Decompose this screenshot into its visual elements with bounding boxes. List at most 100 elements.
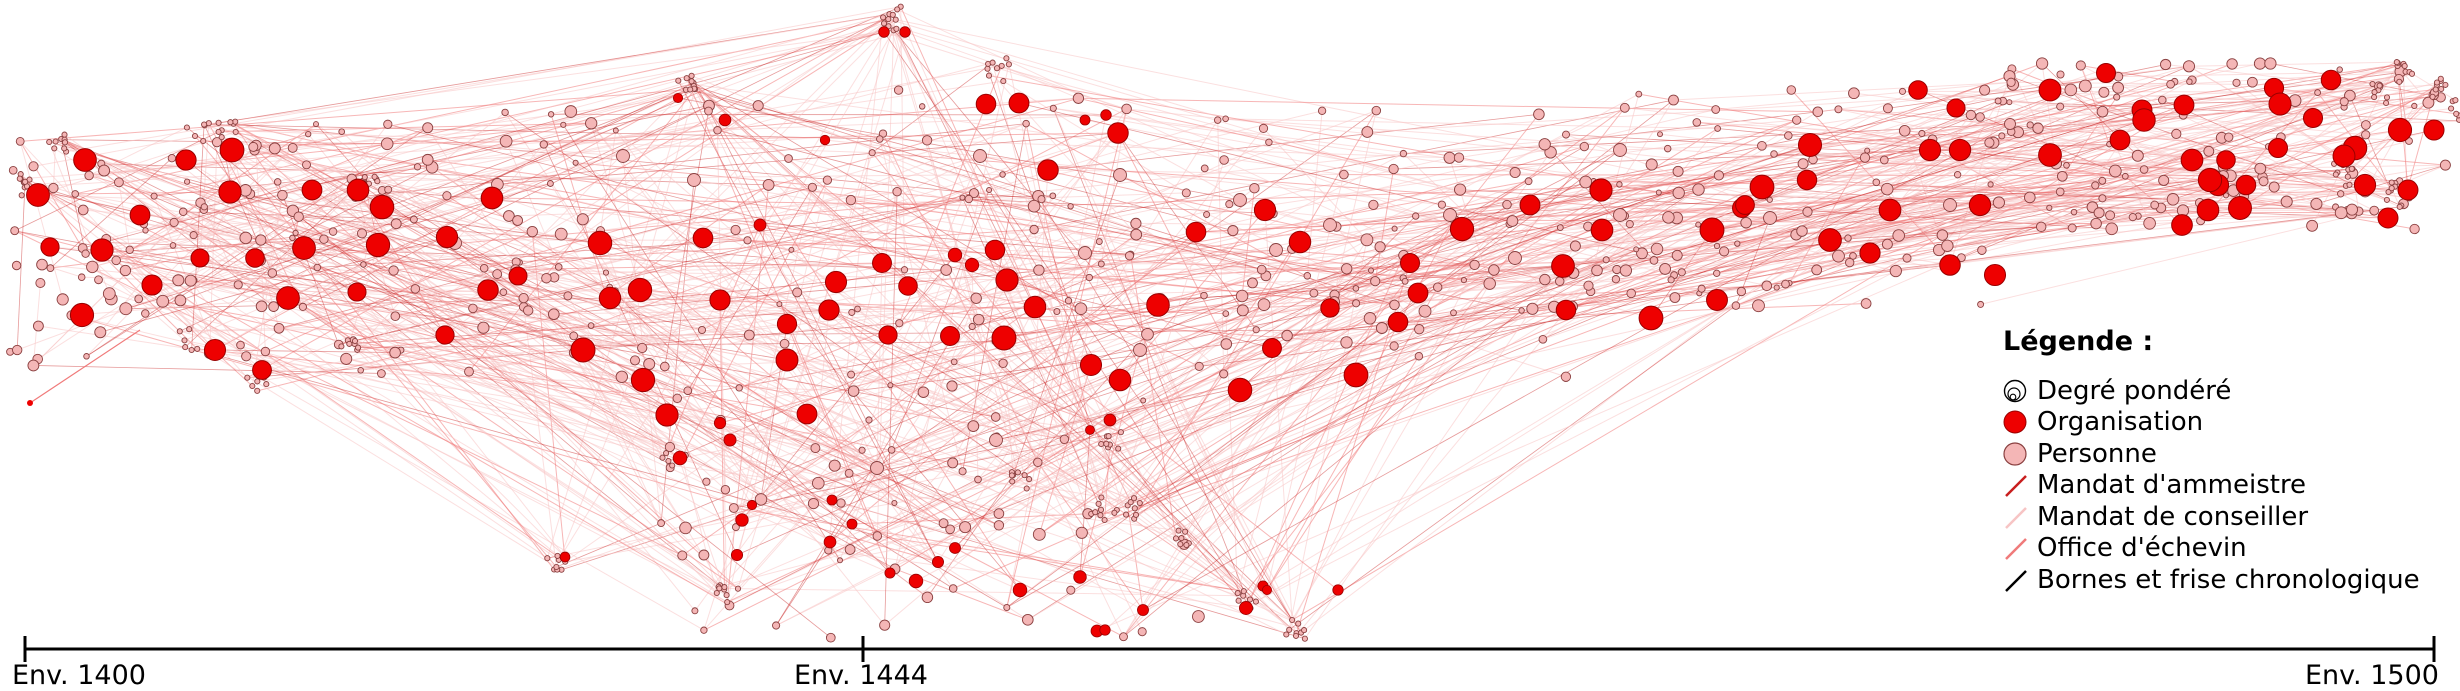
organisation-node xyxy=(1879,199,1901,221)
person-node xyxy=(1125,252,1133,260)
person-node xyxy=(500,135,512,147)
person-node xyxy=(1993,197,2004,208)
organisation-node xyxy=(909,574,923,588)
person-node xyxy=(971,293,981,303)
person-node xyxy=(1201,292,1208,299)
person-node xyxy=(2158,96,2166,104)
organisation-node xyxy=(965,258,978,271)
person-node xyxy=(234,281,242,289)
person-node xyxy=(523,306,532,315)
person-node xyxy=(2129,213,2136,220)
person-node xyxy=(1626,220,1633,227)
person-node xyxy=(1646,159,1657,170)
person-node xyxy=(1068,204,1073,209)
person-node xyxy=(1899,88,1905,94)
person-node xyxy=(869,150,875,156)
person-node xyxy=(987,187,992,192)
person-node xyxy=(302,161,310,169)
organisation-node xyxy=(2229,197,2252,220)
person-node xyxy=(565,106,577,118)
person-node xyxy=(866,417,872,423)
person-node xyxy=(548,112,553,117)
organisation-node xyxy=(1228,378,1252,402)
person-node xyxy=(2071,209,2077,215)
person-node xyxy=(1122,104,1132,114)
organisation-node xyxy=(370,195,394,219)
person-node xyxy=(1023,120,1030,127)
organisation-node xyxy=(1108,123,1128,143)
person-node xyxy=(1954,171,1960,177)
relation-edge xyxy=(30,330,140,403)
person-node xyxy=(1098,513,1103,518)
person-node xyxy=(384,120,392,128)
person-node xyxy=(540,141,547,148)
person-node xyxy=(947,381,957,391)
person-node xyxy=(2068,224,2076,232)
person-node xyxy=(1592,265,1603,276)
person-node xyxy=(347,341,352,346)
person-node xyxy=(391,312,400,321)
organisation-node xyxy=(1940,255,1961,276)
person-node xyxy=(278,190,288,200)
person-node xyxy=(2172,129,2181,138)
person-node xyxy=(78,205,88,215)
person-node xyxy=(1204,211,1210,217)
person-node xyxy=(465,367,474,376)
person-node xyxy=(2056,188,2064,196)
person-node xyxy=(1812,265,1822,275)
organisation-node xyxy=(824,536,836,548)
person-node xyxy=(1519,308,1525,314)
person-node xyxy=(1223,311,1229,317)
person-node xyxy=(240,232,252,244)
person-node xyxy=(2036,222,2046,232)
person-node xyxy=(2265,58,2276,69)
person-node xyxy=(680,522,692,534)
legend-item-office-echevin: Office d'échevin xyxy=(2003,533,2458,565)
legend-item-organisation: Organisation xyxy=(2003,407,2458,439)
organisation-node xyxy=(736,514,748,526)
organisation-node xyxy=(1024,296,1046,318)
person-node xyxy=(744,237,751,244)
relation-edge xyxy=(877,263,882,468)
person-node xyxy=(294,212,303,221)
person-node xyxy=(1787,86,1796,95)
person-node xyxy=(922,136,931,145)
person-node xyxy=(168,154,175,161)
person-node xyxy=(341,353,352,364)
person-node xyxy=(1302,636,1307,641)
person-node xyxy=(1656,190,1661,195)
person-node xyxy=(2443,82,2448,87)
person-node xyxy=(2384,197,2389,202)
person-node xyxy=(1050,105,1056,111)
person-node xyxy=(2151,201,2159,209)
organisation-node xyxy=(1085,425,1094,434)
person-node xyxy=(1603,257,1609,263)
organisation-node xyxy=(941,327,960,346)
relation-edge xyxy=(204,30,893,124)
person-node xyxy=(896,320,903,327)
person-node xyxy=(179,208,187,216)
person-node xyxy=(2438,76,2443,81)
person-node xyxy=(1236,290,1248,302)
legend-title: Légende : xyxy=(2003,326,2458,357)
person-node xyxy=(2027,122,2033,128)
pink-line-icon xyxy=(2003,534,2037,562)
organisation-node xyxy=(1080,354,1101,375)
person-node xyxy=(555,553,560,558)
organisation-node xyxy=(714,417,725,428)
person-node xyxy=(1438,201,1445,208)
relation-edge xyxy=(828,550,1250,608)
person-node xyxy=(1065,297,1071,303)
red-dot-icon xyxy=(2003,408,2037,436)
person-node xyxy=(1027,477,1032,482)
person-node xyxy=(2430,94,2435,99)
person-node xyxy=(423,123,433,133)
person-node xyxy=(1195,362,1203,370)
person-node xyxy=(29,162,38,171)
person-node xyxy=(1715,126,1721,132)
organisation-node xyxy=(724,434,736,446)
person-node xyxy=(1562,131,1569,138)
person-node xyxy=(1797,226,1808,237)
person-node xyxy=(1067,586,1075,594)
person-node xyxy=(216,120,221,125)
